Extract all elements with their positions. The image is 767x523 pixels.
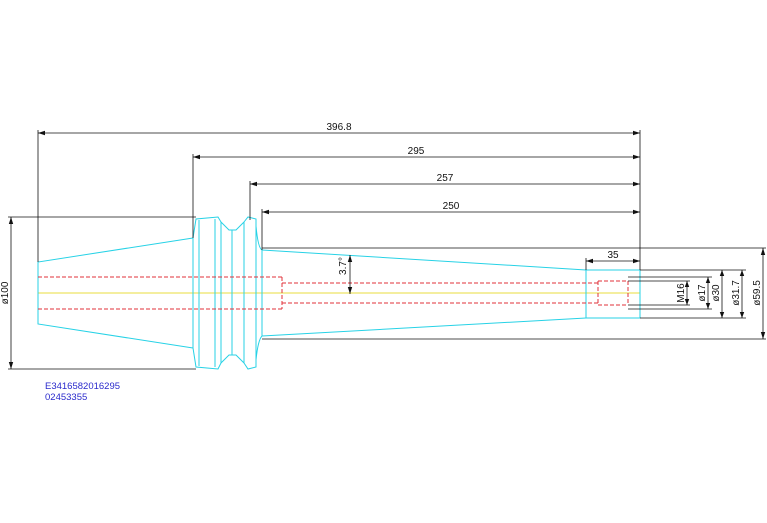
arrow-257-left [250, 181, 257, 187]
dim-100-label: ø100 [0, 281, 11, 304]
nose [585, 269, 641, 319]
arrow-396-left [38, 130, 45, 136]
neck-fillet [255, 225, 263, 361]
arrow-257-right [633, 181, 640, 187]
dim-17-label: ø17 [697, 284, 708, 302]
taper-shank [37, 237, 194, 349]
holder-outline [37, 216, 641, 370]
arrow-17-bottom [705, 303, 711, 309]
arrow-295-right [633, 154, 640, 160]
arrow-30-top [719, 270, 725, 276]
part-number-line1: E3416582016295 [45, 381, 120, 392]
body-bottom-edge [261, 317, 587, 337]
arrow-angle-top [347, 255, 353, 262]
part-number-line2: 02453355 [45, 392, 87, 403]
dim-30-label: ø30 [711, 284, 722, 302]
dim-295-label: 295 [408, 146, 425, 157]
arrow-59-top [760, 248, 766, 255]
dim-31-7-label: ø31.7 [731, 280, 742, 306]
arrowheads [8, 130, 766, 369]
body-top-edge [261, 249, 587, 271]
arrow-250-right [633, 209, 640, 215]
arrow-295-left [193, 154, 200, 160]
arrow-100-top [8, 217, 14, 224]
dimension-lines [8, 130, 766, 370]
arrow-35-right [633, 258, 640, 264]
arrow-100-bottom [8, 362, 14, 369]
thread-m16-label: M16 [676, 283, 687, 303]
internal-bore [38, 276, 629, 310]
arrow-31-bottom [739, 312, 745, 318]
dim-overall-length-label: 396.8 [326, 122, 351, 133]
arrow-angle-bottom [347, 287, 353, 294]
arrow-m16-top [684, 281, 690, 287]
arrow-59-bottom [760, 332, 766, 339]
dim-59-5-label: ø59.5 [752, 280, 763, 306]
flange-ring [243, 216, 257, 370]
taper-angle-label: 3.7° [338, 257, 349, 275]
arrow-17-top [705, 277, 711, 283]
dim-250-label: 250 [443, 201, 460, 212]
arrow-30-bottom [719, 312, 725, 318]
flange [192, 216, 222, 370]
arrow-35-left [586, 258, 593, 264]
dim-35-label: 35 [607, 250, 619, 261]
arrow-31-top [739, 270, 745, 276]
arrow-396-right [633, 130, 640, 136]
arrow-m16-bottom [684, 299, 690, 305]
dim-257-label: 257 [437, 173, 454, 184]
arrow-250-left [262, 209, 269, 215]
